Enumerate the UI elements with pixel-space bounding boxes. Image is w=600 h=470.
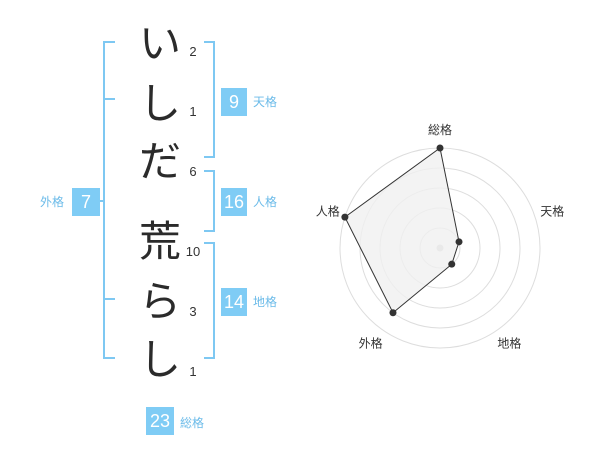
- stroke-count-4: 10: [185, 244, 201, 259]
- radar-axis-label-3: 地格: [497, 335, 521, 350]
- stroke-count-5: 3: [189, 304, 197, 319]
- radar-point-3: [448, 260, 456, 268]
- radar-axis-label-4: 外格: [359, 335, 383, 350]
- gaikaku-bracket-bottom: [103, 357, 115, 359]
- stroke-count-1: 2: [189, 44, 197, 59]
- chikaku-bracket-bottom: [204, 357, 215, 359]
- gaikaku-bracket: [103, 41, 105, 359]
- tenkaku-bracket: [213, 41, 215, 158]
- name-char-3: だ: [138, 137, 181, 186]
- soukaku-label: 総格: [180, 416, 205, 430]
- name-char-1: い: [138, 19, 181, 68]
- name-char-2: し: [138, 79, 181, 128]
- radar-axis-label-2: 天格: [540, 204, 564, 219]
- radar-point-5: [341, 213, 349, 221]
- chikaku-score-badge: 14: [221, 288, 247, 316]
- jinkaku-bracket-bottom: [204, 230, 215, 232]
- soukaku-score-badge: 23: [146, 407, 174, 435]
- gaikaku-bracket-mid-2: [103, 298, 115, 300]
- radar-axis-label-1: 総格: [428, 122, 452, 137]
- radar-point-2: [455, 238, 463, 246]
- chikaku-bracket-top: [204, 242, 215, 244]
- gaikaku-label: 外格: [40, 195, 65, 209]
- tenkaku-bracket-top: [204, 41, 215, 43]
- gaikaku-connector: [96, 200, 104, 202]
- jinkaku-bracket-top: [204, 170, 215, 172]
- jinkaku-bracket: [213, 170, 215, 232]
- name-char-4: 荒: [138, 217, 181, 266]
- chikaku-bracket: [213, 242, 215, 359]
- tenkaku-bracket-bottom: [204, 156, 215, 158]
- tenkaku-score-badge: 9: [221, 88, 247, 116]
- radar-point-1: [436, 144, 444, 152]
- gaikaku-bracket-top: [103, 41, 115, 43]
- gaikaku-bracket-mid-1: [103, 98, 115, 100]
- stroke-count-2: 1: [189, 104, 197, 119]
- chikaku-label: 地格: [253, 295, 278, 309]
- stroke-count-6: 1: [189, 364, 197, 379]
- name-char-6: し: [138, 335, 181, 384]
- radar-point-4: [389, 309, 397, 317]
- radar-data-polygon: [344, 147, 460, 314]
- radar-axis-label-5: 人格: [316, 204, 340, 219]
- jinkaku-score-badge: 16: [221, 188, 247, 216]
- tenkaku-label: 天格: [253, 95, 278, 109]
- gaikaku-score-badge: 7: [72, 188, 100, 216]
- name-char-5: ら: [138, 277, 181, 326]
- jinkaku-label: 人格: [253, 195, 278, 209]
- stroke-count-3: 6: [189, 164, 197, 179]
